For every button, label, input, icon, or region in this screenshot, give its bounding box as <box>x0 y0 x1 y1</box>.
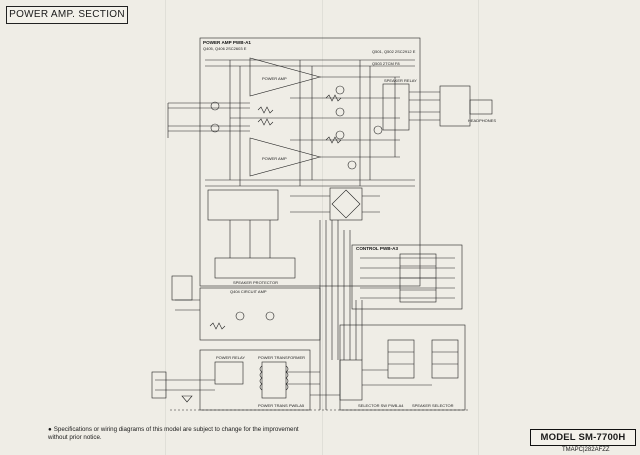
opamp-upper-label: POWER AMP <box>262 76 287 81</box>
control-pwb-label: CONTROL PWB-A3 <box>356 246 398 251</box>
power-trans-pwb-label: POWER TRANS PWB-A5 <box>258 403 305 408</box>
fold-line <box>322 0 323 455</box>
output-transistor <box>335 85 345 95</box>
transistor-note-left: Q405, Q406 2SC2603 E <box>203 46 247 51</box>
power-amp-pwb-label: POWER AMP PWB-A1 <box>203 40 251 45</box>
speaker-protector-block <box>214 257 296 279</box>
model-label: MODEL SM-7700H <box>530 429 636 446</box>
transformer-core <box>261 361 287 399</box>
power-amp-board-outline <box>199 37 421 287</box>
output-transistor <box>335 107 345 117</box>
input-transistor <box>210 123 220 133</box>
control-board-outline <box>351 244 463 310</box>
disclaimer-text: Specifications or wiring diagrams of thi… <box>48 426 299 441</box>
selector-board-outline <box>339 324 466 411</box>
bullet-icon: ● <box>48 426 52 433</box>
fold-line <box>165 0 166 455</box>
headphones-label: HEADPHONES <box>468 118 496 123</box>
output-transistor <box>373 125 383 135</box>
speaker-selector-label: SPEAKER SELECTOR <box>412 403 454 408</box>
disclaimer-note: ●Specifications or wiring diagrams of th… <box>48 426 318 442</box>
power-transformer-label: POWER TRANSFORMER <box>258 355 305 360</box>
speaker-protector-label: SPEAKER PROTECTOR <box>233 280 278 285</box>
output-transistor <box>347 160 357 170</box>
output-transistor <box>335 130 345 140</box>
power-relay-label: POWER RELAY <box>216 355 245 360</box>
document-code: TMAPC|282AFZZ <box>562 447 610 453</box>
opamp-upper <box>249 57 322 97</box>
opamp-lower-label: POWER AMP <box>262 156 287 161</box>
fuse-symbol <box>181 395 193 403</box>
selector-sw-pwb-label: SELECTOR SW PWB-A4 <box>358 403 404 408</box>
section-title: POWER AMP. SECTION <box>6 6 128 24</box>
speaker-relay-label: SPEAKER RELAY <box>384 78 417 83</box>
fold-line <box>478 0 479 455</box>
input-transistor <box>210 101 220 111</box>
transistor-note-right-1: Q501, Q502 2SC2912 E <box>372 49 416 54</box>
circuit-amp-label: Q404 CIRCUIT AMP <box>230 289 267 294</box>
transistor-note-right-2: Q503 2TCM F8 <box>372 61 400 66</box>
opamp-lower <box>249 137 322 177</box>
